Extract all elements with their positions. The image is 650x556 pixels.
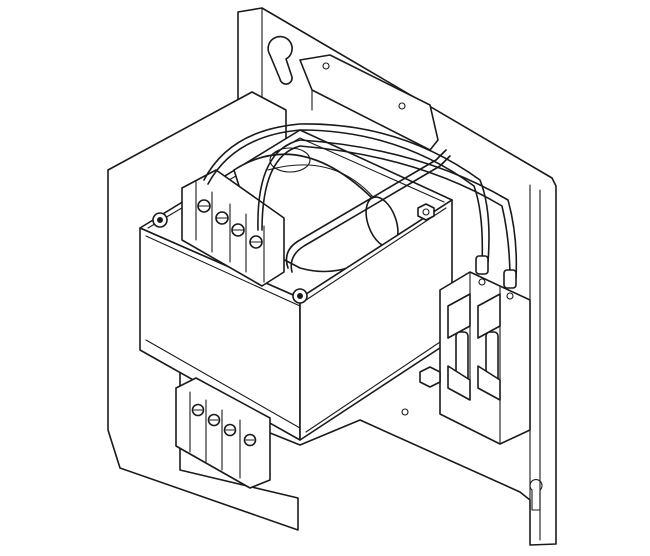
secondary-terminal-block xyxy=(175,377,271,489)
top-bracket xyxy=(299,54,439,151)
keyhole-slot-lower xyxy=(529,479,543,511)
core-bolts xyxy=(152,203,435,304)
wiring xyxy=(203,123,518,281)
fuse-holders xyxy=(419,255,531,445)
primary-terminal-block xyxy=(181,169,285,287)
screw-hole xyxy=(401,408,409,416)
keyhole-slot xyxy=(267,35,293,85)
